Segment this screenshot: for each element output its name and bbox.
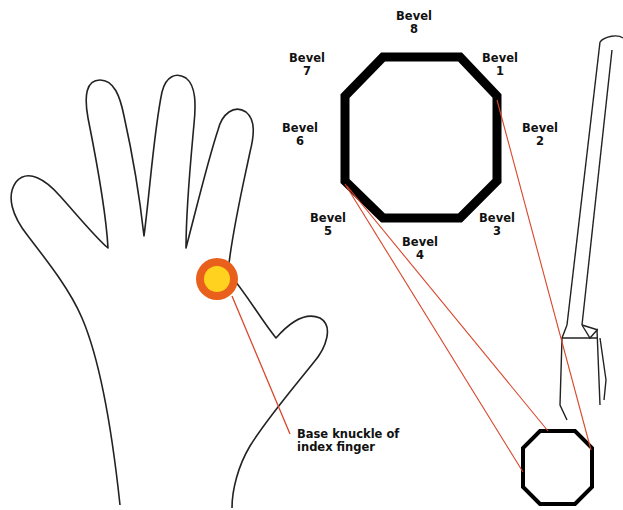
knuckle-marker-center — [204, 266, 230, 292]
small-octagon — [523, 431, 592, 504]
bevel-label: Bevel 8 — [391, 10, 437, 36]
bevel-label: Bevel 7 — [284, 52, 330, 78]
bevel-label: Bevel 1 — [477, 52, 523, 78]
bevel-label: Bevel 4 — [397, 236, 443, 262]
racket-handle — [560, 36, 623, 420]
callout-label: Base knuckle of index finger — [297, 428, 409, 454]
handle-octagon — [345, 57, 497, 218]
leader-line — [232, 296, 290, 434]
bevel-label: Bevel 2 — [517, 122, 563, 148]
projection-lines — [345, 100, 591, 472]
bevel-label: Bevel 3 — [474, 212, 520, 238]
bevel-label: Bevel 6 — [277, 122, 323, 148]
bevel-label: Bevel 5 — [305, 212, 351, 238]
knuckle-marker — [196, 258, 238, 300]
hand-outline — [11, 75, 327, 508]
